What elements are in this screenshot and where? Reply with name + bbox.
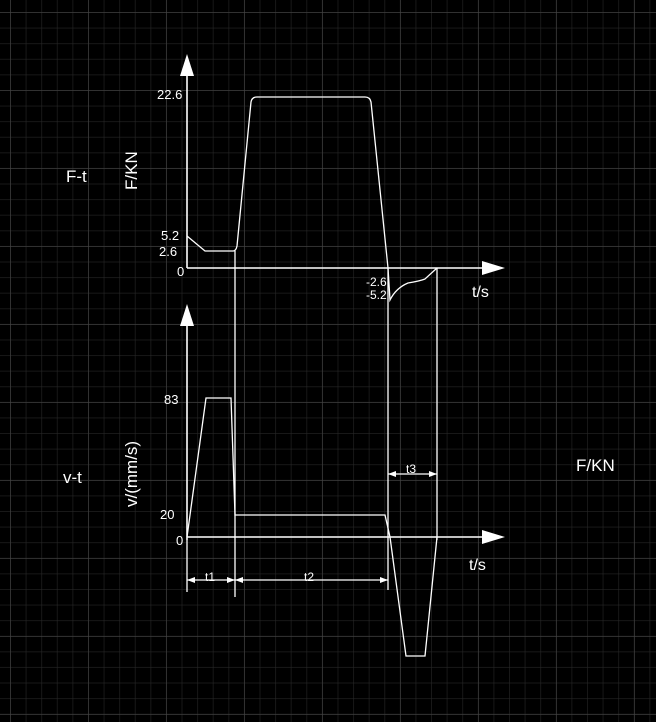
vt-x-axis-label: t/s [469, 557, 486, 574]
ft-y-axis-arrow [180, 54, 194, 76]
t2-label: t2 [304, 570, 314, 584]
vertical-guides [186, 251, 438, 597]
t3-label: t3 [406, 462, 416, 476]
side-unit-label: F/KN [576, 456, 615, 475]
vt-chart-name: v-t [63, 468, 82, 487]
vt-tick-83: 83 [164, 392, 178, 407]
ft-chart-name: F-t [66, 167, 87, 186]
vt-tick-20: 20 [160, 507, 174, 522]
vt-tick-0: 0 [176, 533, 183, 548]
vt-chart: v-t v/(mm/s) 83 20 0 t/s [63, 304, 505, 657]
t3-arrow-left [388, 471, 396, 477]
t3-arrow-right [429, 471, 437, 477]
ft-x-axis-arrow [482, 261, 505, 275]
ft-tick-0: 0 [177, 264, 184, 279]
ft-y-axis-label: F/KN [122, 151, 141, 190]
vt-velocity-curve [186, 397, 438, 657]
vt-x-axis-arrow [482, 530, 505, 544]
ft-chart: F-t F/KN 22.6 5.2 2.6 0 -2.6 -5.2 t/s [66, 54, 505, 303]
t2-arrow-left [235, 577, 243, 583]
ft-tick-neg-5.2: -5.2 [366, 288, 387, 302]
t1-arrow-right [227, 577, 235, 583]
vt-y-axis-arrow [180, 304, 194, 326]
t2-arrow-right [380, 577, 388, 583]
ft-tick-neg-2.6: -2.6 [366, 275, 387, 289]
t1-arrow-left [187, 577, 195, 583]
ft-tick-2.6: 2.6 [159, 244, 177, 259]
ft-x-axis-label: t/s [472, 284, 489, 301]
vt-y-axis-label: v/(mm/s) [122, 441, 141, 507]
ft-tick-5.2: 5.2 [161, 228, 179, 243]
interval-dimensions: t1 t2 t3 [187, 462, 437, 584]
ft-force-curve [186, 96, 438, 303]
t1-label: t1 [205, 570, 215, 584]
ft-tick-22.6: 22.6 [157, 87, 182, 102]
